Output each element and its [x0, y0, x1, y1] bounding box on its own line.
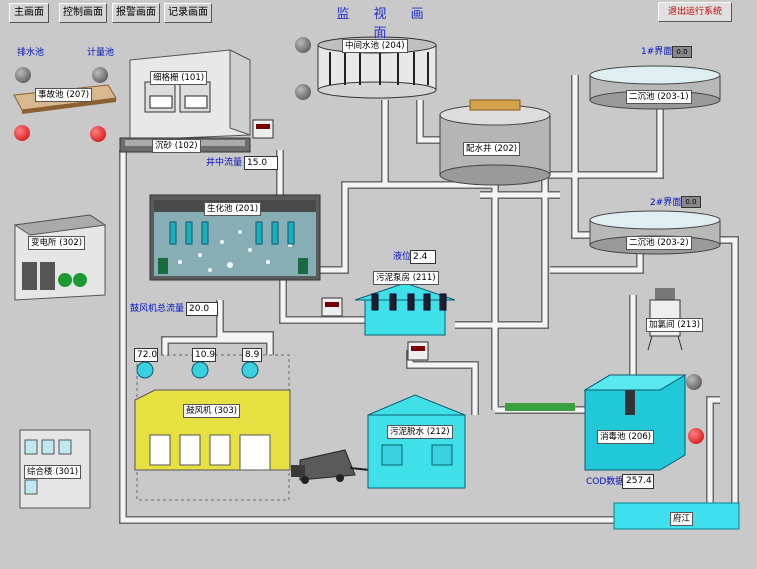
interface2-value: 0.0: [681, 196, 701, 208]
interface1-label: 1#界面: [641, 47, 673, 57]
disinfect-indicator-gray[interactable]: [686, 374, 702, 390]
sludge-dewater-building: [367, 394, 466, 489]
fine-grille-building: [129, 49, 251, 141]
level-label: 液位: [393, 252, 412, 262]
interface2-label: 2#界面: [650, 198, 682, 208]
sludge-pump-label: 污泥泵房 (211): [373, 271, 439, 285]
bubbles: [178, 230, 292, 272]
disinfect-indicator-red[interactable]: [688, 428, 704, 444]
middle-pool-indicator-bottom[interactable]: [295, 84, 311, 100]
bio-tank-label: 生化池 (201): [204, 202, 262, 216]
alarm-screen-button[interactable]: 报警画面: [112, 3, 160, 23]
river-label: 府江: [670, 512, 694, 526]
record-screen-button[interactable]: 记录画面: [164, 3, 212, 23]
pipe-network: [120, 75, 738, 523]
accident-pool-label: 事故池 (207): [35, 88, 93, 102]
metering-pool-label: 计量池: [87, 48, 115, 58]
blower-total-label: 鼓风机总流量: [130, 304, 185, 314]
water-distribution-well: [439, 99, 551, 186]
drain-pool-status-indicator[interactable]: [15, 67, 31, 83]
sludge-truck: [291, 449, 376, 486]
interface1-value: 0.0: [672, 46, 692, 58]
middle-pool-label: 中间水池 (204): [342, 39, 408, 53]
main-screen-button[interactable]: 主画面: [9, 3, 49, 23]
blower3-value: 8.9: [242, 348, 262, 362]
blower-room-label: 鼓风机 (303): [183, 404, 241, 418]
blower2-value: 10.9: [192, 348, 216, 362]
page-title: 监 视 画 面: [336, 7, 434, 41]
dewater-meter-icon: [407, 341, 429, 361]
middle-pool-indicator-top[interactable]: [295, 37, 311, 53]
sludge-dewater-label: 污泥脱水 (212): [387, 425, 453, 439]
secondary2-label: 二沉池 (203-2): [626, 236, 692, 250]
blower-room-building: [134, 389, 291, 471]
disinfection-pool: [583, 374, 687, 471]
blower-units: [136, 361, 259, 379]
control-screen-button[interactable]: 控制画面: [59, 3, 107, 23]
fine-grille-label: 细格栅 (101): [150, 71, 208, 85]
sand-settling-label: 沉砂 (102): [152, 139, 201, 153]
exit-system-button[interactable]: 退出运行系统: [658, 2, 732, 22]
flow-meter-icon: [252, 119, 274, 139]
water-well-label: 配水井 (202): [463, 142, 521, 156]
secondary1-label: 二沉池 (203-1): [626, 90, 692, 104]
sludge-pump-room: [354, 282, 456, 336]
blower1-value: 72.0: [134, 348, 158, 362]
cod-value: 257.4: [622, 474, 654, 489]
blower-total-value: 20.0: [186, 302, 218, 316]
substation-building: [13, 214, 107, 301]
chlorine-label: 加氯间 (213): [646, 318, 704, 332]
well-flow-value: 15.0: [244, 156, 278, 170]
cod-label: COD数据: [586, 477, 625, 487]
filter-bed: [505, 403, 575, 411]
level-value: 2.4: [410, 250, 436, 264]
substation-label: 变电所 (302): [28, 236, 86, 250]
well-flow-label: 井中流量: [206, 158, 243, 168]
sludge-pump-meter-icon: [321, 297, 343, 317]
drain-pool-alarm-indicator[interactable]: [14, 125, 30, 141]
bio-tank-shape: [149, 194, 321, 281]
metering-pool-status-indicator[interactable]: [92, 67, 108, 83]
drain-pool-label: 排水池: [17, 48, 45, 58]
disinfect-label: 消毒池 (206): [597, 430, 655, 444]
complex-building-label: 综合楼 (301): [24, 465, 82, 479]
metering-pool-alarm-indicator[interactable]: [90, 126, 106, 142]
